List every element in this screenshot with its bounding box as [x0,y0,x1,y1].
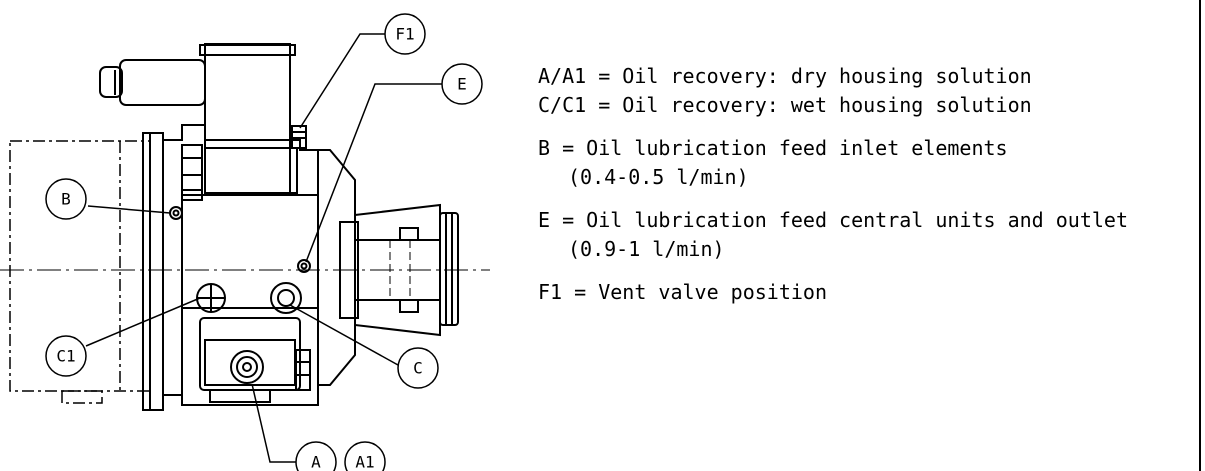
callout-b: B [45,178,87,220]
legend-line-b: B = Oil lubrication feed inlet elements [538,136,1008,160]
callout-e: E [441,63,483,105]
callout-f1: F1 [384,13,426,55]
svg-text:B: B [61,190,71,209]
legend-line-b-flow: (0.4-0.5 l/min) [568,165,749,189]
port-b [169,206,183,220]
legend-line-e-flow: (0.9-1 l/min) [568,237,725,261]
svg-text:E: E [457,75,467,94]
svg-text:F1: F1 [395,25,414,44]
callout-c1: C1 [45,335,87,377]
leader-lines [85,33,442,463]
callout-c: C [397,347,439,389]
coupling-ring [439,212,459,326]
svg-text:C: C [413,359,423,378]
mounting-flange [142,132,164,411]
port-c [270,282,302,314]
legend-line-a: A/A1 = Oil recovery: dry housing solutio… [538,64,1032,88]
legend-line-c: C/C1 = Oil recovery: wet housing solutio… [538,93,1032,117]
legend-line-e: E = Oil lubrication feed central units a… [538,208,1129,232]
legend: A/A1 = Oil recovery: dry housing solutio… [538,62,1198,307]
svg-text:A1: A1 [355,453,374,471]
svg-text:A: A [311,453,321,471]
port-e [297,259,311,273]
recovery-block [199,317,301,391]
legend-line-f1: F1 = Vent valve position [538,280,827,304]
svg-text:C1: C1 [56,347,75,366]
bell-housing [354,203,441,337]
solenoid-valve [204,43,291,195]
callout-a1: A1 [344,441,386,471]
adapter-plate [317,149,356,386]
callout-a: A [295,441,337,471]
solenoid-coil [119,59,206,106]
motor-pump-assembly [0,43,490,411]
port-a [230,350,264,384]
